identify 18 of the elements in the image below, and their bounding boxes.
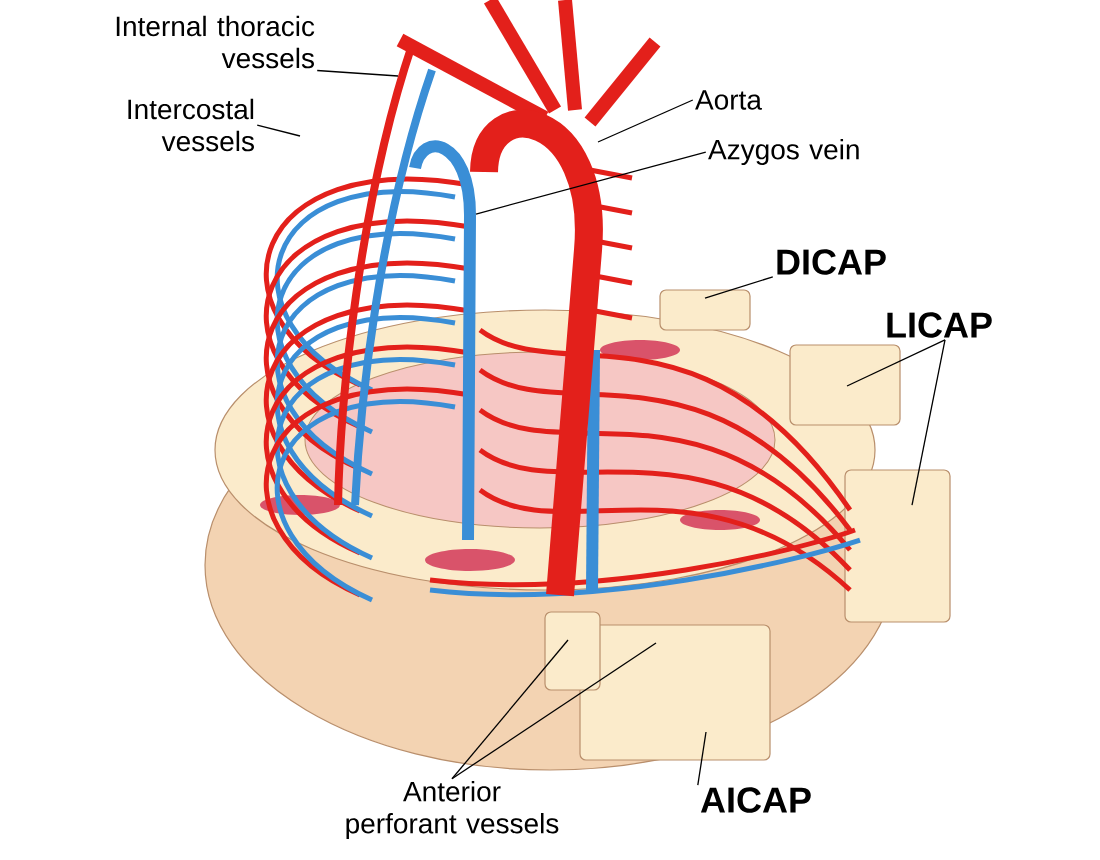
leader-line: [475, 151, 707, 215]
callout-label: AICAP: [700, 787, 811, 813]
leader-line: [451, 639, 569, 780]
callout-label: LICAP: [887, 312, 992, 338]
callout-label: DICAP: [777, 249, 886, 275]
leader-line: [704, 276, 774, 299]
leader-line: [911, 339, 946, 506]
leader-line: [451, 642, 657, 780]
leader-line: [846, 339, 946, 387]
callout-label: Aorta: [695, 90, 762, 110]
callout-label: Azygos vein: [708, 138, 859, 166]
callout-label: Anterior perforant vessels: [346, 780, 559, 840]
leader-line: [316, 69, 399, 77]
leader-line: [597, 99, 694, 143]
leader-line: [697, 731, 707, 786]
callout-label: Internal thoracic vessels: [116, 15, 315, 69]
leader-line: [256, 124, 301, 137]
callout-label: Intercostal vessels: [128, 98, 254, 152]
